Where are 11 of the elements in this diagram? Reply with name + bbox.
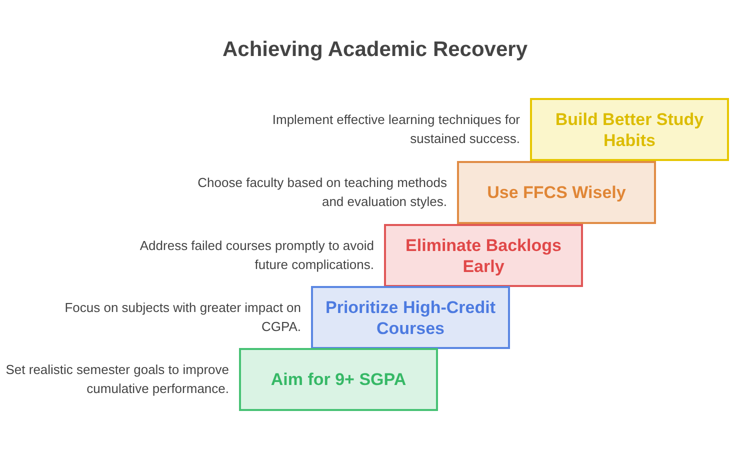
step-box: Use FFCS Wisely (457, 161, 656, 224)
step-box: Eliminate Backlogs Early (384, 224, 583, 287)
step-box: Aim for 9+ SGPA (239, 348, 438, 411)
step-description: Address failed courses promptly to avoid future complications. (138, 237, 374, 274)
step-box: Build Better Study Habits (530, 98, 729, 161)
step-box: Prioritize High-Credit Courses (311, 286, 510, 349)
step-description: Choose faculty based on teaching methods and evaluation styles. (196, 174, 447, 211)
diagram-title: Achieving Academic Recovery (221, 38, 529, 62)
step-description: Implement effective learning techniques for sustained success. (271, 111, 520, 148)
step-description: Focus on subjects with greater impact on CGPA. (64, 299, 301, 336)
step-description: Set realistic semester goals to improve cumulative performance. (4, 361, 229, 398)
